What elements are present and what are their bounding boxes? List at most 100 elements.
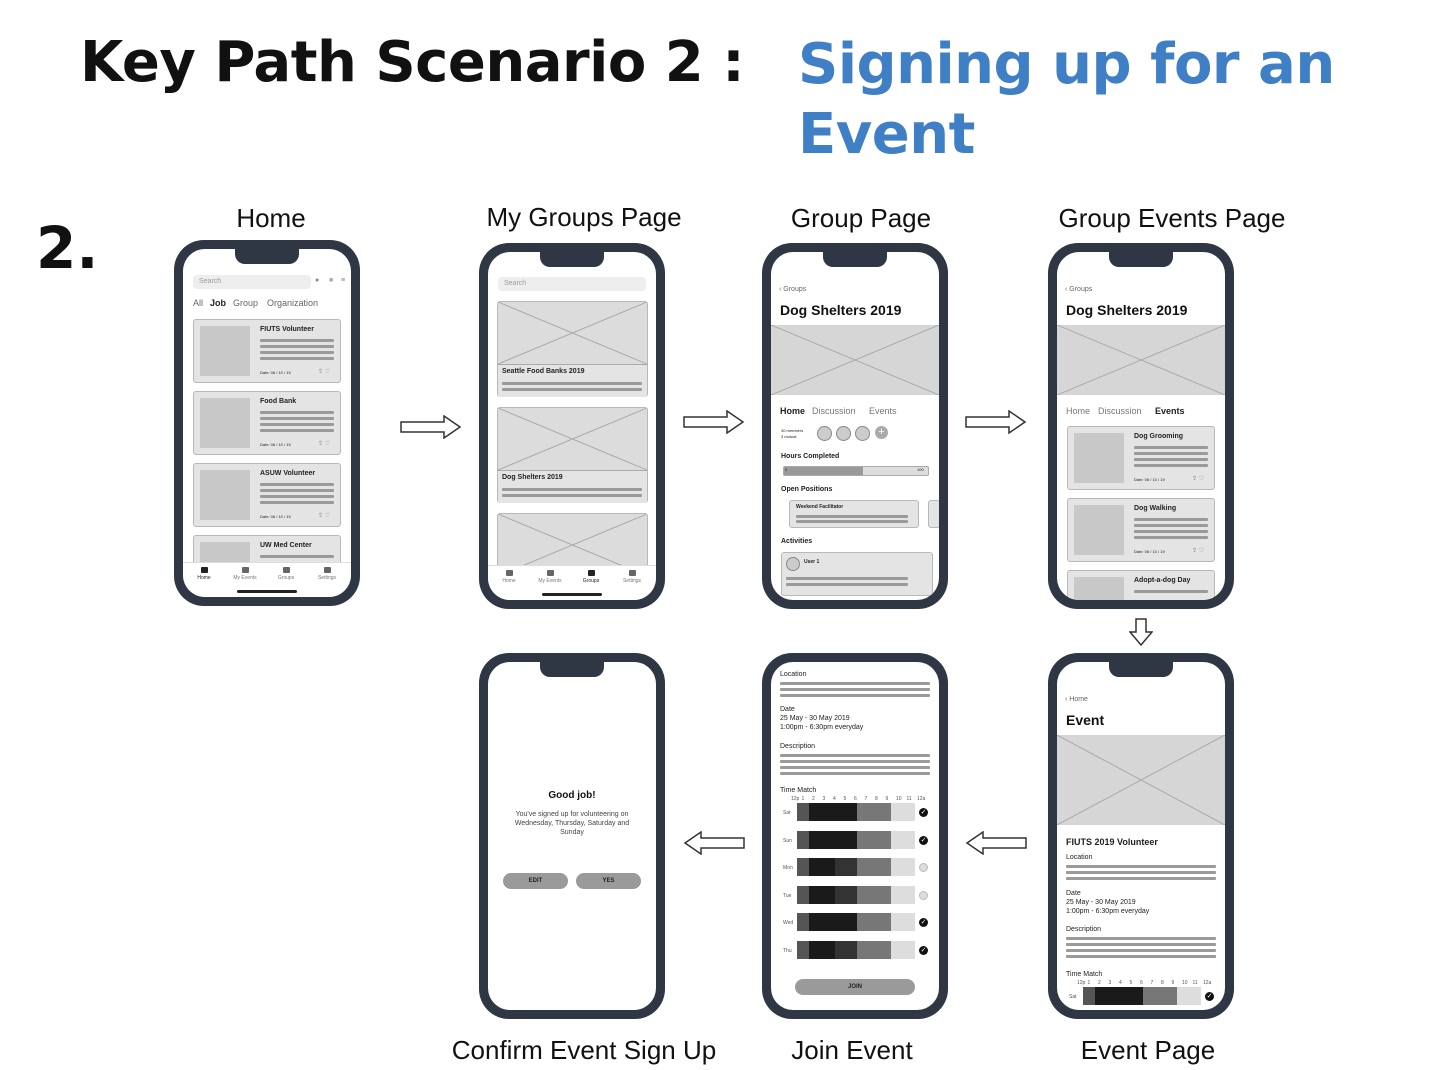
hour-label: 8 bbox=[1161, 980, 1164, 986]
event-card[interactable]: Dog Walking Date: 06 / 10 / 19 ⇪ ♡ bbox=[1067, 498, 1215, 562]
image-placeholder bbox=[498, 302, 647, 364]
filter-job[interactable]: Job bbox=[210, 298, 227, 308]
avatar bbox=[836, 426, 851, 441]
activity-card[interactable]: User 1 bbox=[781, 552, 933, 596]
tab-groups[interactable]: Groups bbox=[271, 567, 301, 581]
caption-my-groups: My Groups Page bbox=[486, 202, 682, 232]
check-icon[interactable]: ✓ bbox=[919, 835, 928, 845]
hour-label: 11 bbox=[1192, 980, 1198, 986]
time-segment bbox=[809, 885, 835, 904]
day-label: Sun bbox=[783, 837, 792, 844]
day-label: Mon bbox=[783, 865, 793, 871]
page-title: Event bbox=[1066, 712, 1105, 728]
tab-groups[interactable]: Groups bbox=[576, 570, 606, 584]
time-match-row: Sat ✓ bbox=[771, 803, 939, 825]
check-icon[interactable]: ✓ bbox=[919, 945, 928, 955]
group-card[interactable] bbox=[497, 513, 648, 575]
add-member-icon[interactable]: + bbox=[875, 426, 888, 439]
arrow-right-icon bbox=[683, 410, 745, 434]
tab-home[interactable]: Home bbox=[189, 567, 219, 581]
time-segment bbox=[891, 885, 915, 904]
unchecked-icon[interactable] bbox=[919, 863, 928, 872]
event-card[interactable]: Adopt-a-dog Day bbox=[1067, 570, 1215, 600]
group-card[interactable]: Seattle Food Banks 2019 bbox=[497, 301, 648, 397]
tab-bar: Home My Events Groups Settings bbox=[488, 565, 656, 600]
event-card[interactable]: Food Bank Date: 06 / 10 / 19 ⇪ ♡ bbox=[193, 391, 341, 455]
time-segment bbox=[797, 830, 809, 849]
share-icon: ⇪ ♡ bbox=[1192, 476, 1205, 482]
tab-home[interactable]: Home bbox=[494, 570, 524, 584]
back-button[interactable]: ‹ Groups bbox=[779, 286, 807, 293]
phone-join: Location Date 25 May - 30 May 2019 1:00p… bbox=[762, 653, 948, 1019]
tab-events[interactable]: Events bbox=[1155, 406, 1185, 416]
arrow-down-icon bbox=[1129, 618, 1153, 646]
time-match-row: Thu✓ bbox=[771, 940, 939, 963]
hour-label: 4 bbox=[833, 796, 836, 802]
mic-icon[interactable]: ● bbox=[315, 277, 320, 284]
tab-home[interactable]: Home bbox=[780, 406, 806, 416]
tab-settings[interactable]: Settings bbox=[617, 570, 647, 584]
time-segment bbox=[857, 885, 891, 904]
title-part2: Signing up for an Event bbox=[798, 32, 1335, 167]
tab-discussion[interactable]: Discussion bbox=[812, 406, 856, 416]
list-icon[interactable]: ≡ bbox=[341, 277, 346, 284]
day-label: Sat bbox=[783, 810, 791, 816]
day-label: Wed bbox=[783, 920, 794, 926]
time-match-row: Tue bbox=[771, 885, 939, 908]
tab-discussion[interactable]: Discussion bbox=[1098, 406, 1142, 416]
time-segment bbox=[891, 940, 915, 959]
hour-label: 7 bbox=[864, 796, 868, 802]
unchecked-icon[interactable] bbox=[919, 890, 928, 900]
share-icon: ⇪ ♡ bbox=[318, 441, 331, 447]
check-icon[interactable]: ✓ bbox=[919, 808, 928, 817]
image-placeholder bbox=[1057, 325, 1225, 395]
filter-all[interactable]: All bbox=[193, 298, 204, 308]
grid-icon[interactable]: ■ bbox=[329, 277, 334, 284]
hour-label: 3 bbox=[822, 796, 826, 802]
tab-events[interactable]: Events bbox=[869, 406, 897, 416]
caption-group-events: Group Events Page bbox=[1058, 203, 1286, 233]
hour-label: 12p bbox=[1077, 980, 1086, 986]
time-segment bbox=[797, 803, 809, 821]
position-card[interactable]: Weekend Facilitator bbox=[789, 500, 919, 528]
event-name: FIUTS 2019 Volunteer bbox=[1066, 837, 1158, 847]
search-input[interactable]: Search bbox=[498, 277, 646, 291]
caption-event: Event Page bbox=[1080, 1035, 1216, 1065]
check-icon[interactable]: ✓ bbox=[919, 918, 928, 927]
edit-button[interactable]: EDIT bbox=[503, 873, 568, 889]
caption-join: Join Event bbox=[791, 1035, 913, 1065]
filter-group[interactable]: Group bbox=[233, 298, 259, 308]
tab-my-events[interactable]: My Events bbox=[230, 567, 260, 581]
confirm-heading: Good job! bbox=[548, 790, 596, 801]
time-segment bbox=[891, 858, 915, 876]
hour-label: 12a bbox=[917, 796, 926, 802]
time-segment bbox=[797, 913, 809, 931]
phone-my-groups: Search Seattle Food Banks 2019 Dog Shelt… bbox=[479, 243, 665, 609]
page-title: Dog Shelters 2019 bbox=[1066, 302, 1188, 318]
time-segment bbox=[857, 913, 891, 931]
phone-group-events: ‹ Groups Dog Shelters 2019 Home Discussi… bbox=[1048, 243, 1234, 609]
join-screen: Location Date 25 May - 30 May 2019 1:00p… bbox=[771, 662, 939, 1010]
event-card[interactable]: Dog Grooming Date: 06 / 10 / 19 ⇪ ♡ bbox=[1067, 426, 1215, 490]
event-card[interactable]: FIUTS Volunteer Date: 06 / 10 / 19 ⇪ ♡ bbox=[193, 319, 341, 383]
phone-group: ‹ Groups Dog Shelters 2019 Home Discussi… bbox=[762, 243, 948, 609]
hour-label: 3 bbox=[1108, 980, 1112, 986]
back-button[interactable]: ‹ Groups bbox=[1065, 286, 1093, 293]
yes-button[interactable]: YES bbox=[576, 873, 641, 889]
filter-organization[interactable]: Organization bbox=[267, 298, 319, 308]
search-input[interactable]: Search bbox=[193, 275, 311, 289]
tab-my-events[interactable]: My Events bbox=[535, 570, 565, 584]
share-icon: ⇪ ♡ bbox=[1192, 548, 1205, 554]
group-card[interactable]: Dog Shelters 2019 bbox=[497, 407, 648, 503]
join-button[interactable]: JOIN bbox=[795, 979, 915, 995]
tab-settings[interactable]: Settings bbox=[312, 567, 342, 581]
hour-label: 10 bbox=[896, 796, 902, 802]
hour-label: 5 bbox=[843, 796, 847, 802]
back-button[interactable]: ‹ Home bbox=[1065, 696, 1088, 703]
tab-home[interactable]: Home bbox=[1066, 406, 1091, 416]
event-card[interactable]: ASUW Volunteer Date: 06 / 10 / 19 ⇪ ♡ bbox=[193, 463, 341, 527]
title-part1: Key Path Scenario 2 : bbox=[80, 30, 745, 95]
hour-label: 2 bbox=[812, 796, 815, 802]
